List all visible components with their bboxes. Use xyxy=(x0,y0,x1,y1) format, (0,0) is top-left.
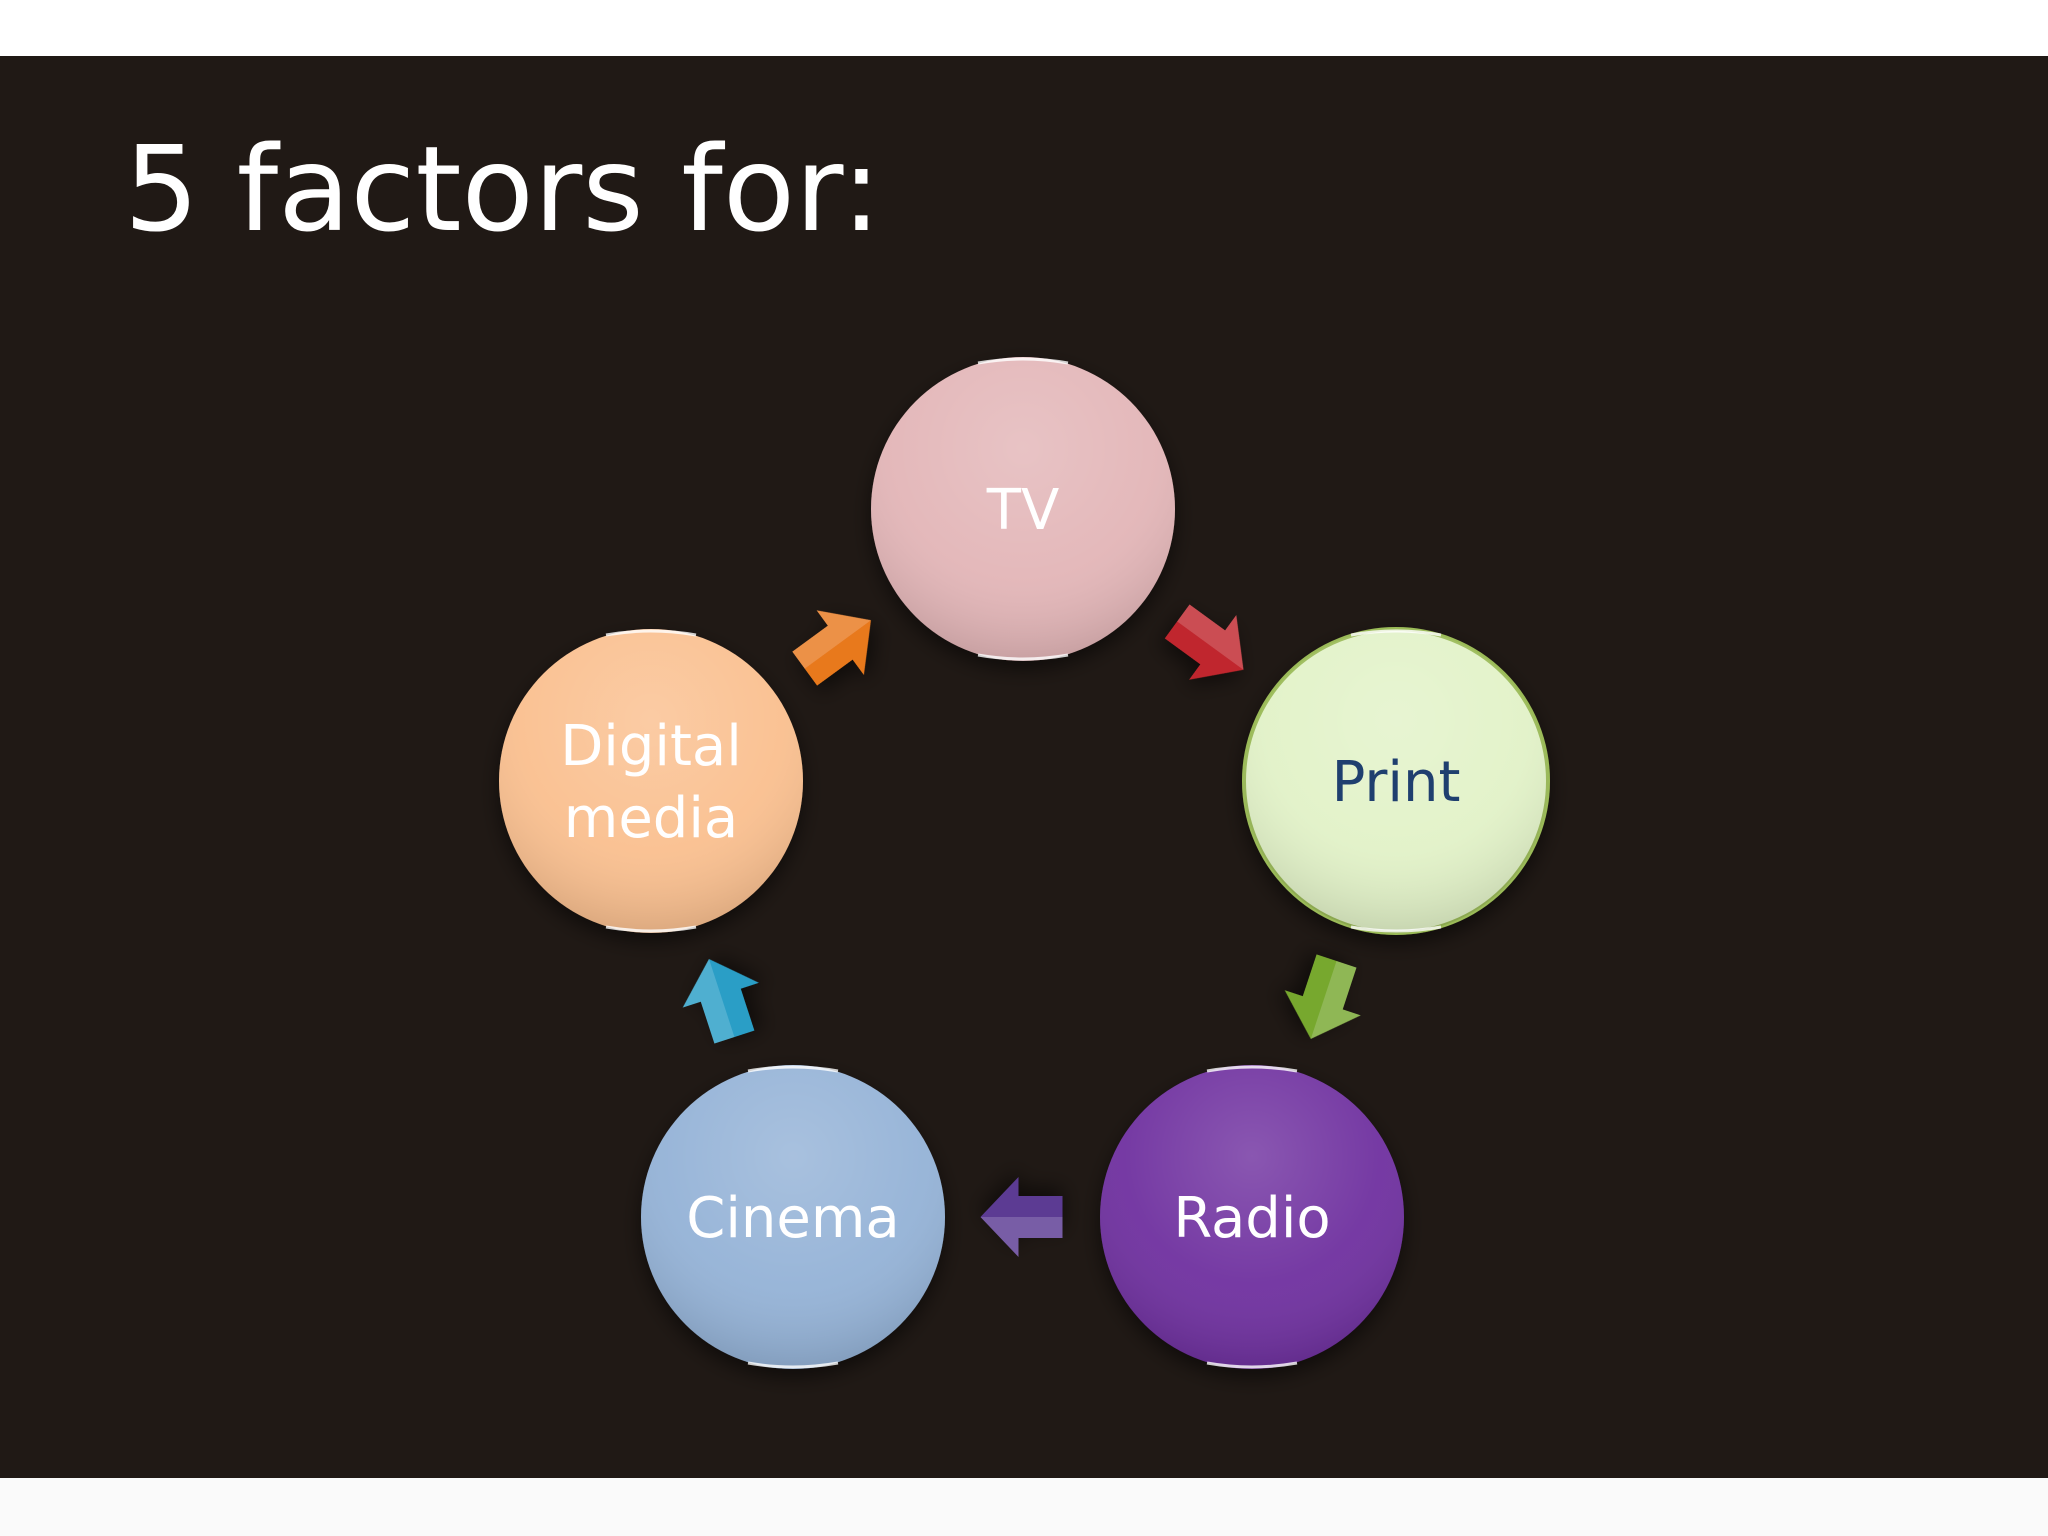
cycle-arrow-tv-to-print xyxy=(1164,604,1244,680)
cycle-arrows xyxy=(682,604,1361,1257)
cycle-arrow-digital-media-to-tv xyxy=(792,610,871,686)
cycle-arrow-cinema-to-digital-media xyxy=(682,959,759,1044)
cycle-node-label-cinema: Cinema xyxy=(686,1186,899,1251)
cycle-node-label-digital-media-1: Digital xyxy=(560,714,742,779)
cycle-node-cinema: Cinema xyxy=(641,1065,945,1369)
cycle-node-label-tv: TV xyxy=(986,478,1060,543)
cycle-arrow-print-to-radio xyxy=(1284,954,1361,1039)
cycle-node-label-print: Print xyxy=(1332,750,1461,815)
slide-title: 5 factors for: xyxy=(124,120,882,258)
bottom-white-bar xyxy=(0,1478,2048,1536)
top-white-bar xyxy=(0,0,2048,56)
cycle-node-label-digital-media-2: media xyxy=(564,786,738,851)
cycle-node-tv: TV xyxy=(871,357,1175,661)
cycle-node-print: Print xyxy=(1242,627,1550,935)
cycle-node-radio: Radio xyxy=(1100,1065,1404,1369)
cycle-node-digital-media: Digital media xyxy=(499,629,803,933)
cycle-node-label-radio: Radio xyxy=(1173,1186,1330,1251)
cycle-arrow-radio-to-cinema xyxy=(980,1177,1063,1257)
